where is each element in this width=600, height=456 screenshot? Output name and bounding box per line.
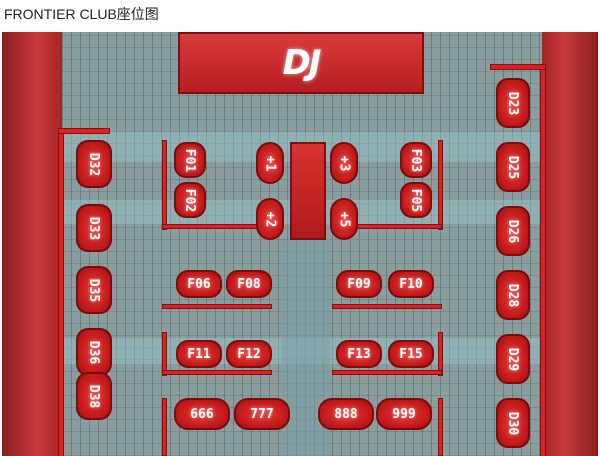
seat-d28[interactable]: D28 — [496, 270, 530, 320]
seat-f15[interactable]: F15 — [388, 340, 434, 368]
left-wall — [2, 32, 62, 456]
rail-mid-left — [162, 304, 272, 309]
dj-logo: DJ — [282, 43, 322, 83]
seat-d29[interactable]: D29 — [496, 334, 530, 384]
seat-f01[interactable]: F01 — [174, 142, 206, 178]
seat-888[interactable]: 888 — [318, 398, 374, 430]
seat-d35[interactable]: D35 — [76, 266, 112, 314]
page-title: FRONTIER CLUB座位图 — [4, 6, 159, 22]
seat-plus3[interactable]: +3 — [330, 142, 358, 184]
rail-row2-right-bottom — [332, 370, 442, 375]
rail-right-top — [490, 64, 546, 70]
seat-f06[interactable]: F06 — [176, 270, 222, 298]
rail-row2-left — [162, 332, 167, 376]
seat-666[interactable]: 666 — [174, 398, 230, 430]
seat-d33[interactable]: D33 — [76, 204, 112, 252]
seat-d26[interactable]: D26 — [496, 206, 530, 256]
seat-map: DJ D23 D25 D26 D28 D29 D30 D32 D33 D35 D… — [2, 32, 598, 456]
seat-d30[interactable]: D30 — [496, 398, 530, 448]
seat-f12[interactable]: F12 — [226, 340, 272, 368]
seat-f09[interactable]: F09 — [336, 270, 382, 298]
seat-f13[interactable]: F13 — [336, 340, 382, 368]
rail-left-top — [58, 128, 110, 134]
center-block — [290, 142, 326, 240]
seat-plus2[interactable]: +2 — [256, 198, 284, 240]
seat-777[interactable]: 777 — [234, 398, 290, 430]
rail-left — [58, 128, 64, 456]
rail-right — [540, 64, 546, 456]
seat-d38[interactable]: D38 — [76, 372, 112, 420]
rail-row2-left-bottom — [162, 370, 272, 375]
seat-d23[interactable]: D23 — [496, 78, 530, 128]
seat-d36[interactable]: D36 — [76, 328, 112, 376]
dj-booth: DJ — [178, 32, 424, 94]
seat-f10[interactable]: F10 — [388, 270, 434, 298]
rail-row2-right — [438, 332, 443, 376]
seat-plus1[interactable]: +1 — [256, 142, 284, 184]
seat-999[interactable]: 999 — [376, 398, 432, 430]
right-wall — [542, 32, 598, 456]
rail-bottom-right — [438, 398, 443, 456]
rail-inner-left — [162, 140, 167, 230]
seat-d25[interactable]: D25 — [496, 142, 530, 192]
rail-mid-right — [332, 304, 442, 309]
seat-f11[interactable]: F11 — [176, 340, 222, 368]
seat-d32[interactable]: D32 — [76, 140, 112, 188]
rail-bottom-left — [162, 398, 167, 456]
seat-f02[interactable]: F02 — [174, 182, 206, 218]
seat-f05[interactable]: F05 — [400, 182, 432, 218]
rail-inner-right — [438, 140, 443, 230]
seat-f03[interactable]: F03 — [400, 142, 432, 178]
seat-f08[interactable]: F08 — [226, 270, 272, 298]
seat-plus5[interactable]: +5 — [330, 198, 358, 240]
